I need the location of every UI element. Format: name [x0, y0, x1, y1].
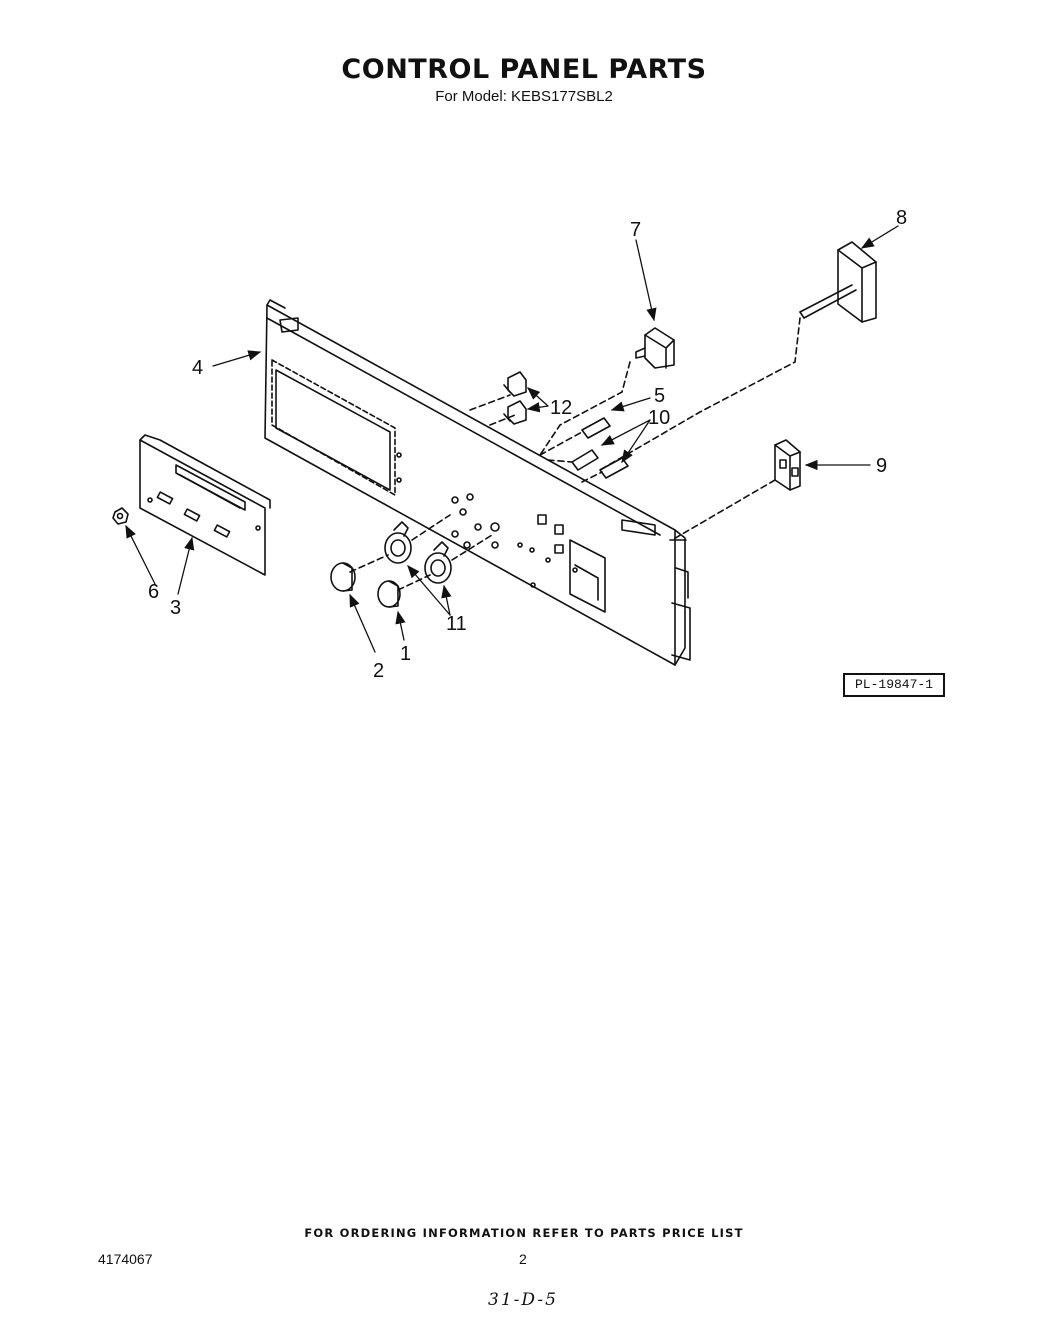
callout-7: 7 [630, 219, 641, 241]
ordering-note: FOR ORDERING INFORMATION REFER TO PARTS … [304, 1226, 744, 1240]
callout-4: 4 [192, 357, 203, 379]
clip-parts [503, 371, 527, 425]
thermostat-part [539, 327, 675, 456]
terminal-block-part [671, 439, 801, 541]
leader-lines [125, 225, 899, 653]
control-panel-body [264, 299, 691, 666]
callout-8: 8 [896, 207, 907, 229]
callout-2: 2 [373, 660, 384, 682]
callout-10: 10 [648, 407, 670, 429]
callout-5: 5 [654, 385, 665, 407]
callout-12: 12 [550, 397, 572, 419]
callout-11: 11 [446, 613, 467, 635]
callout-9: 9 [876, 455, 887, 477]
dial-parts [349, 514, 493, 591]
knob-parts [330, 562, 401, 608]
connector-parts [469, 394, 629, 483]
switch-part [599, 241, 877, 471]
callout-3: 3 [170, 597, 181, 619]
model-subtitle: For Model: KEBS177SBL2 [435, 88, 613, 105]
page-number: 2 [519, 1251, 527, 1267]
page-title: CONTROL PANEL PARTS [341, 54, 707, 85]
control-overlay-board [139, 434, 271, 576]
callout-6: 6 [148, 581, 159, 603]
figure-reference-box: PL-19847-1 [843, 673, 945, 697]
document-number: 4174067 [98, 1251, 153, 1267]
nut-part [112, 507, 129, 525]
handwritten-note: 31-D-5 [488, 1290, 558, 1310]
callout-1: 1 [400, 643, 411, 665]
